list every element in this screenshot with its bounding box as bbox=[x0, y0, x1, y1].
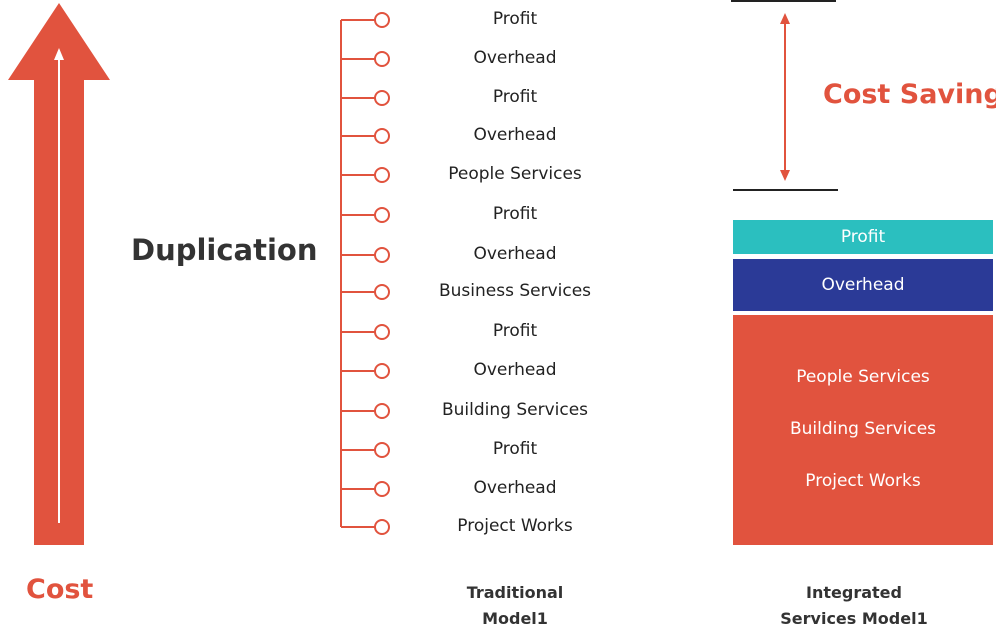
traditional-item: Profit bbox=[492, 204, 538, 224]
integrated-footer-line2: Services Model1 bbox=[780, 609, 928, 628]
service-project: Project Works bbox=[805, 471, 921, 491]
up-arrow-icon bbox=[8, 3, 110, 545]
service-people: People Services bbox=[796, 367, 930, 387]
integrated-overhead-label: Overhead bbox=[821, 275, 905, 295]
circle-node-icon bbox=[374, 167, 390, 183]
circle-node-icon bbox=[374, 207, 390, 223]
cost-saving-indicator bbox=[731, 0, 838, 191]
circle-node-icon bbox=[374, 519, 390, 535]
traditional-item: Profit bbox=[492, 321, 538, 341]
traditional-item: People Services bbox=[448, 164, 582, 184]
traditional-item: Building Services bbox=[441, 400, 589, 420]
cost-saving-label: Cost Saving bbox=[823, 79, 996, 110]
circle-node-icon bbox=[374, 363, 390, 379]
integrated-overhead-block: Overhead bbox=[733, 259, 993, 311]
circle-node-icon bbox=[374, 12, 390, 28]
duplication-label: Duplication bbox=[131, 233, 318, 267]
circle-node-icon bbox=[374, 442, 390, 458]
traditional-item: Profit bbox=[492, 439, 538, 459]
circle-node-icon bbox=[374, 90, 390, 106]
circle-node-icon bbox=[374, 247, 390, 263]
service-building: Building Services bbox=[789, 419, 937, 439]
circle-node-icon bbox=[374, 128, 390, 144]
circle-node-icon bbox=[374, 284, 390, 300]
integrated-footer: Integrated Services Model1 bbox=[764, 580, 944, 632]
circle-node-icon bbox=[374, 324, 390, 340]
traditional-item: Overhead bbox=[473, 478, 557, 498]
traditional-item: Overhead bbox=[473, 360, 557, 380]
traditional-item: Project Works bbox=[457, 516, 573, 536]
traditional-item: Overhead bbox=[473, 244, 557, 264]
integrated-profit-label: Profit bbox=[840, 227, 886, 247]
traditional-footer-line2: Model1 bbox=[482, 609, 548, 628]
traditional-footer-line1: Traditional bbox=[466, 583, 564, 602]
integrated-services-block: People Services Building Services Projec… bbox=[733, 315, 993, 545]
circle-node-icon bbox=[374, 403, 390, 419]
integrated-profit-block: Profit bbox=[733, 220, 993, 254]
traditional-footer: Traditional Model1 bbox=[455, 580, 575, 632]
traditional-item: Overhead bbox=[473, 125, 557, 145]
traditional-item: Business Services bbox=[438, 281, 592, 301]
integrated-footer-line1: Integrated bbox=[806, 583, 902, 602]
traditional-item: Overhead bbox=[473, 48, 557, 68]
traditional-item: Profit bbox=[492, 9, 538, 29]
circle-node-icon bbox=[374, 481, 390, 497]
circle-node-icon bbox=[374, 51, 390, 67]
traditional-item: Profit bbox=[492, 87, 538, 107]
cost-label: Cost bbox=[26, 574, 94, 605]
